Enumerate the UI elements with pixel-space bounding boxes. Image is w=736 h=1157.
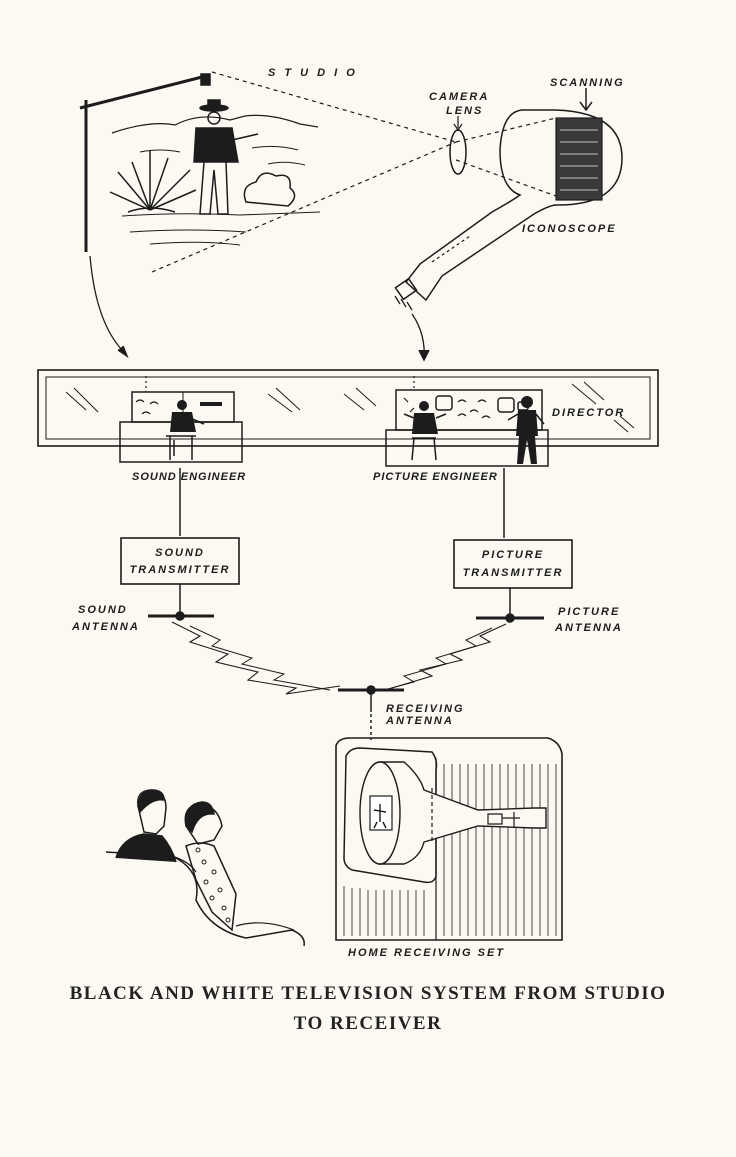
label-picture-antenna-line2: ANTENNA xyxy=(554,622,623,634)
microphone-icon xyxy=(200,73,211,86)
label-picture-transmitter-line1: PICTURE xyxy=(482,549,544,561)
label-sound-transmitter-line2: TRANSMITTER xyxy=(130,564,231,576)
label-iconoscope: ICONOSCOPE xyxy=(522,223,617,235)
label-sound-antenna-line1: SOUND xyxy=(78,604,128,616)
label-picture-engineer: PICTURE ENGINEER xyxy=(373,471,498,483)
label-scanning: SCANNING xyxy=(550,77,625,89)
label-picture-transmitter-line2: TRANSMITTER xyxy=(463,567,564,579)
sound-engineer-figure xyxy=(166,400,205,460)
figure-caption-line1: BLACK AND WHITE TELEVISION SYSTEM FROM S… xyxy=(69,983,667,1004)
sound-radio-wave xyxy=(171,621,341,695)
iconoscope-tube xyxy=(394,88,623,311)
bush-icon xyxy=(243,172,296,207)
label-sound-antenna-line2: ANTENNA xyxy=(71,621,140,633)
picture-antenna-icon xyxy=(476,588,544,623)
receiving-antenna-icon xyxy=(338,685,404,740)
label-studio: S T U D I O xyxy=(268,67,358,79)
studio-scene xyxy=(79,71,457,273)
director-figure xyxy=(507,396,545,464)
label-home-receiving-set: HOME RECEIVING SET xyxy=(348,947,505,959)
label-sound-transmitter-line1: SOUND xyxy=(155,547,205,559)
label-receiving-antenna-line2: ANTENNA xyxy=(385,715,454,727)
cowboy-actor-figure xyxy=(193,99,259,215)
sound-antenna-icon xyxy=(148,584,214,621)
picture-radio-wave xyxy=(391,623,507,689)
tv-screen-image xyxy=(369,795,393,831)
label-camera-lens-line1: CAMERA xyxy=(429,91,489,103)
picture-transmitter-box xyxy=(453,539,573,589)
figure-caption-line2: TO RECEIVER xyxy=(293,1013,443,1034)
sound-transmitter-box xyxy=(120,537,240,585)
home-receiving-set xyxy=(335,737,563,941)
picture-engineer-figure xyxy=(403,401,447,461)
scanning-mosaic-plate xyxy=(555,117,603,201)
label-sound-engineer: SOUND ENGINEER xyxy=(132,471,246,483)
diagram-labels: S T U D I O CAMERA LENS SCANNING ICONOSC… xyxy=(71,67,625,959)
label-picture-antenna-line1: PICTURE xyxy=(558,606,620,618)
kinescope-tube xyxy=(378,761,547,865)
agave-plant-icon xyxy=(109,150,197,213)
control-room-window xyxy=(37,369,659,447)
label-receiving-antenna-line1: RECEIVING xyxy=(386,703,465,715)
label-camera-lens-line2: LENS xyxy=(446,105,483,117)
label-director: DIRECTOR xyxy=(552,407,625,419)
viewers-on-sofa xyxy=(105,789,305,947)
picture-console xyxy=(385,376,549,467)
camera-lens-icon xyxy=(449,129,467,175)
